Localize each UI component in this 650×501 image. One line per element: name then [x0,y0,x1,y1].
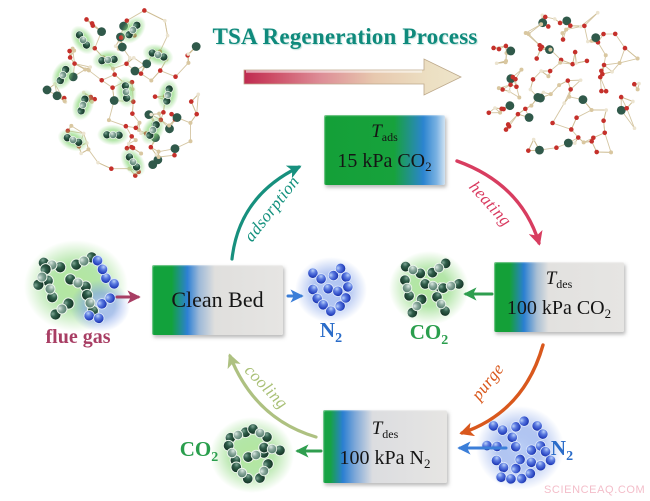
desorption-n2-pressure: 100 kPa N2 [339,446,431,471]
tsa-direction-arrow [243,58,462,96]
adsorption-pressure: 15 kPa CO2 [337,150,432,174]
watermark: SCIENCEAQ.COM [544,484,646,496]
clean-bed-label: Clean Bed [171,287,264,312]
mof-framework-co2-loaded [42,8,201,178]
n2-label-bottom: N2 [550,436,574,464]
desorption-co2-temp: Tdes [545,268,573,291]
diagram-title: TSA Regeneration Process [212,24,478,49]
clean-bed-box: Clean Bed [152,265,283,335]
co2-label-bottom: CO2 [179,437,219,465]
mof-framework-regenerated [486,10,641,155]
flue-gas-label: flue gas [45,326,111,348]
co2-cluster-bottom [222,423,286,485]
adsorption-bed-box: Tads 15 kPa CO2 [324,115,445,185]
n2-label-middle: N2 [319,318,343,346]
desorption-co2-box: Tdes 100 kPa CO2 [494,262,624,332]
co2-label-middle: CO2 [409,320,449,348]
flue-gas-cluster [32,251,120,324]
desorption-n2-box: Tdes 100 kPa N2 [323,410,447,483]
desorption-co2-pressure: 100 kPa CO2 [506,297,612,321]
n2-cluster-bottom [481,415,557,485]
co2-cluster-middle [399,257,465,319]
adsorption-temp: Tads [371,121,398,144]
n2-cluster-middle [307,262,354,317]
desorption-n2-temp: Tdes [371,417,399,441]
